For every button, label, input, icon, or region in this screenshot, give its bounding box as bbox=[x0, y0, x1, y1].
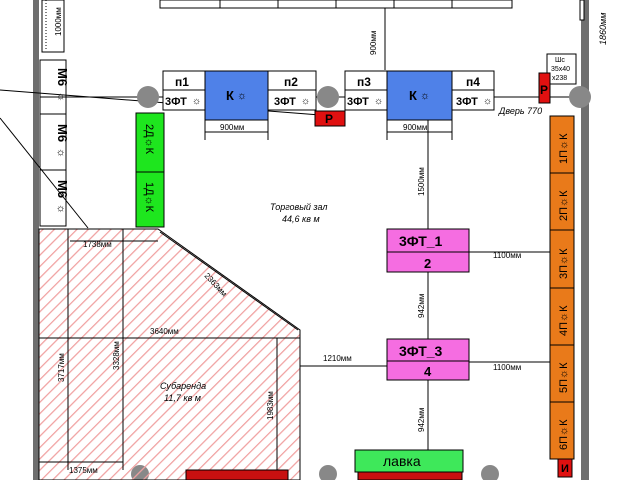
dim-zone-gap: 942мм bbox=[417, 294, 426, 318]
zone2-number: 4 bbox=[424, 364, 432, 379]
dim-top-left: 1000мм bbox=[54, 7, 63, 36]
sun-icon: ☼ bbox=[374, 96, 383, 107]
diagonal-line bbox=[0, 117, 89, 229]
dim-strip-left bbox=[41, 0, 65, 53]
zone2-box bbox=[386, 338, 470, 381]
green-unit bbox=[135, 171, 165, 228]
dim-k1-width: 900мм bbox=[220, 123, 244, 132]
dim-sublease-right: 1983мм bbox=[266, 391, 275, 420]
sun-icon: ☼ bbox=[483, 96, 492, 107]
r-box-label: Р bbox=[540, 83, 548, 97]
green-unit bbox=[135, 112, 165, 173]
hall-area: 44,6 кв м bbox=[282, 214, 320, 224]
right-wall bbox=[581, 0, 589, 480]
k1-box bbox=[204, 70, 269, 121]
dim-zone1-wall: 1100мм bbox=[493, 251, 521, 260]
sun-icon: ☼ bbox=[55, 204, 67, 214]
shield-size2: х238 bbox=[552, 75, 567, 82]
dim-sublease-zone2: 1210мм bbox=[323, 354, 352, 363]
left-wall bbox=[33, 0, 39, 480]
dim-k2-width: 900мм bbox=[403, 123, 427, 132]
sun-icon: ☼ bbox=[55, 148, 67, 158]
dim-top-center: 900мм bbox=[369, 31, 378, 55]
right-unit-label: 1П☼К bbox=[558, 133, 570, 164]
p3-label: п3 bbox=[357, 75, 371, 89]
left-units: М6 ☼ М6 ☼ М6 ☼ bbox=[39, 59, 70, 227]
bottom-marker-label: И bbox=[561, 463, 569, 475]
right-unit-label: 6П☼К bbox=[558, 419, 570, 450]
p4-sub: 3ФТ bbox=[456, 96, 478, 108]
p1-sub: 3ФТ bbox=[165, 96, 187, 108]
sublease-area bbox=[38, 228, 301, 480]
right-unit-label: 2П☼К bbox=[558, 190, 570, 221]
sun-icon: ☼ bbox=[301, 96, 310, 107]
green-label: 2Д☼К bbox=[143, 124, 155, 155]
dim-sublease-width: 3640мм bbox=[150, 327, 179, 336]
p4-label: п4 bbox=[466, 75, 480, 89]
dim-vertical-zone1: 1500мм bbox=[417, 167, 426, 196]
shield-box bbox=[546, 53, 577, 85]
sun-icon: ☼ bbox=[237, 90, 247, 102]
sublease-area-text: 11,7 кв м bbox=[164, 393, 201, 403]
p-box-label: Р bbox=[325, 112, 333, 126]
right-units bbox=[549, 115, 575, 460]
k2-label: К bbox=[409, 88, 417, 103]
dim-sublease-left: 3717мм bbox=[57, 353, 66, 382]
p1-label: п1 bbox=[175, 75, 189, 89]
right-unit-label: 5П☼К bbox=[558, 362, 570, 393]
dim-zone2-wall: 1100мм bbox=[493, 363, 521, 372]
p3-sub: 3ФТ bbox=[347, 96, 369, 108]
dim-zone2-bottom: 942мм bbox=[417, 408, 426, 432]
shield-label: Шс bbox=[555, 57, 565, 64]
shield-size1: 35х40 bbox=[551, 66, 570, 73]
column bbox=[569, 86, 591, 108]
lavka-label: лавка bbox=[383, 453, 421, 469]
green-label: 1Д☼К bbox=[143, 182, 155, 213]
left-unit-label: М6 bbox=[55, 180, 70, 198]
bottom-red-bar bbox=[185, 469, 289, 480]
left-unit-label: М6 bbox=[55, 68, 70, 86]
right-unit-label: 3П☼К bbox=[558, 248, 570, 279]
r-box bbox=[538, 72, 551, 104]
column bbox=[137, 86, 159, 108]
hall-name: Торговый зал bbox=[270, 202, 327, 212]
column bbox=[317, 86, 339, 108]
k2-box bbox=[386, 70, 453, 121]
dim-sublease-bottom: 1375мм bbox=[69, 466, 98, 475]
top-right-shelf bbox=[579, 0, 585, 21]
left-unit-label: М6 bbox=[55, 124, 70, 142]
zone2-title: 3ФТ_3 bbox=[399, 343, 443, 359]
dim-right-top: 1860мм bbox=[598, 13, 608, 45]
right-unit-label: 4П☼К bbox=[558, 305, 570, 336]
sun-icon: ☼ bbox=[192, 96, 201, 107]
dim-sublease-top: 1738мм bbox=[83, 240, 112, 249]
sublease-name: Субаренда bbox=[160, 381, 206, 391]
sun-icon: ☼ bbox=[420, 90, 430, 102]
k1-label: К bbox=[226, 88, 234, 103]
top-shelving bbox=[159, 0, 513, 9]
zone1-number: 2 bbox=[424, 256, 431, 271]
p2-label: п2 bbox=[284, 75, 298, 89]
p2-sub: 3ФТ bbox=[274, 96, 296, 108]
zone1-title: 3ФТ_1 bbox=[399, 233, 443, 249]
door-label: Дверь 770 bbox=[498, 106, 542, 116]
p-box bbox=[314, 110, 346, 127]
bottom-red-bar bbox=[357, 471, 463, 480]
column bbox=[481, 465, 499, 480]
column bbox=[319, 465, 337, 480]
top-row-modules bbox=[162, 70, 495, 121]
dim-sublease-inner: 3328мм bbox=[112, 341, 121, 370]
bottom-marker-box bbox=[557, 458, 573, 478]
